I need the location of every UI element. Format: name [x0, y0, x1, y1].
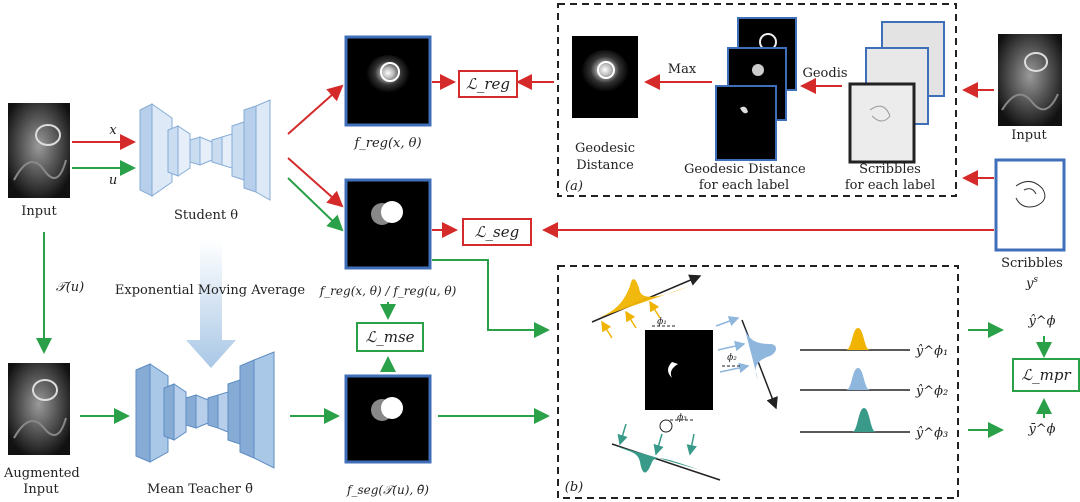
- scribbles-symbol: ys: [1026, 275, 1038, 292]
- loss-mse-box: ℒ_mse: [356, 322, 424, 352]
- loss-seg-box: ℒ_seg: [462, 218, 532, 246]
- scribbles-per-label-label-1: Scribbles: [859, 162, 921, 177]
- input-left-label: Input: [21, 204, 57, 219]
- loss-reg-box: ℒ_reg: [458, 70, 518, 98]
- phi1-label: ϕ₁: [657, 317, 667, 327]
- augmented-input-image: [8, 363, 70, 455]
- u-arrow-label: u: [108, 173, 118, 188]
- scribbles-image-right: [994, 158, 1066, 252]
- red-arrows: [72, 74, 994, 238]
- input-image-right: [998, 34, 1062, 126]
- scribbles-per-label-label-2: for each label: [844, 178, 936, 193]
- ray-teal-1: [617, 423, 628, 446]
- phi3-label: ϕ₃: [677, 413, 687, 423]
- panel-b-frame: [557, 265, 959, 499]
- ray-teal-2: [653, 433, 664, 456]
- geodis-label: Geodis: [802, 66, 848, 81]
- geodesic-distance-label-2: Distance: [576, 158, 634, 173]
- ema-label: Exponential Moving Average: [114, 283, 306, 298]
- fseg-image: [344, 178, 432, 270]
- ray-blue-1: [715, 316, 740, 327]
- input-image-left: [8, 103, 70, 198]
- panel-b-slice-image: [645, 330, 713, 410]
- freg-image: [344, 35, 432, 127]
- yphi2-label: ŷ^ϕ₂: [915, 384, 949, 399]
- input-right-label: Input: [1011, 128, 1047, 143]
- fseg-label: f_reg(x, θ) / f_reg(u, θ): [319, 284, 457, 298]
- panel-a-tag: (a): [565, 179, 583, 194]
- fseg-teacher-label: f_seg(𝒯(u), θ̄): [347, 483, 429, 497]
- phi2-label: ϕ₂: [727, 353, 737, 363]
- mean-teacher-network: [135, 351, 275, 469]
- projection-line-3: [611, 443, 721, 481]
- geodesic-per-label-label-2: for each label: [698, 178, 790, 193]
- projection-profile-2: [744, 326, 776, 380]
- max-label: Max: [667, 62, 697, 77]
- geodesic-distance-label-1: Geodesic: [574, 141, 636, 156]
- freg-label: f_reg(x, θ): [354, 136, 422, 151]
- phi3-angle: [659, 419, 673, 433]
- ema-arrow: [186, 240, 236, 368]
- yphi1-label: ŷ^ϕ₁: [915, 344, 949, 359]
- yphi3-label: ŷ^ϕ₃: [915, 426, 949, 441]
- projection-line-2: [741, 319, 778, 410]
- yhat-phi-label: ŷ^ϕ: [1028, 314, 1056, 329]
- student-network: [139, 99, 271, 201]
- ray-yellow-3: [649, 300, 661, 319]
- x-arrow-label: x: [109, 123, 117, 138]
- fseg-teacher-image: [344, 374, 432, 464]
- ray-blue-3: [719, 362, 750, 374]
- panel-a-frame: [557, 3, 957, 197]
- projection-profile-1: [598, 279, 690, 318]
- scribbles-per-label-stack: [848, 21, 945, 164]
- projection-profile-3: [616, 446, 700, 473]
- mean-teacher-label: Mean Teacher θ̄: [147, 482, 253, 497]
- panel-b-tag: (b): [564, 480, 584, 495]
- projected-profile-1: [800, 328, 910, 351]
- geodesic-per-label-label-1: Geodesic Distance: [684, 162, 806, 177]
- ybar-phi-label: ȳ^ϕ: [1028, 422, 1056, 437]
- student-label: Student θ: [173, 208, 239, 223]
- projected-profile-2: [800, 368, 910, 391]
- augmented-input-label: Augmented Input: [4, 466, 80, 497]
- ray-blue-2: [717, 340, 746, 352]
- ray-teal-3: [686, 433, 697, 456]
- ray-yellow-1: [601, 320, 613, 339]
- ray-yellow-2: [625, 310, 637, 329]
- green-arrows: [36, 160, 1052, 438]
- loss-mpr-box: ℒ_mpr: [1012, 358, 1080, 392]
- projected-profile-3: [800, 408, 910, 433]
- transform-label: 𝒯(u): [55, 280, 85, 295]
- geodesic-per-label-stack: [715, 17, 797, 161]
- geodesic-distance-image: [572, 36, 638, 118]
- scribbles-right-label: Scribbles: [1001, 256, 1063, 271]
